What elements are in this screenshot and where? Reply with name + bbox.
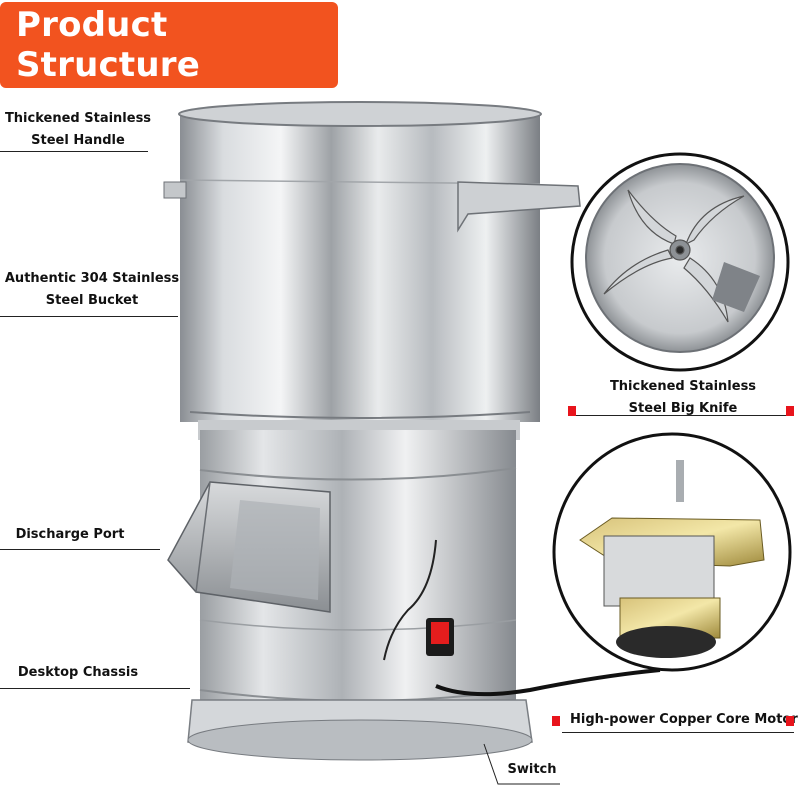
page-title: Product Structure <box>16 5 200 85</box>
label-chassis-text: Desktop Chassis <box>17 665 139 680</box>
motor-icon <box>579 460 765 658</box>
label-handle-line2: Steel Handle <box>31 133 125 148</box>
label-bucket-line1: Authentic 304 Stainless <box>4 271 180 286</box>
leader-line-bucket <box>0 316 178 317</box>
label-discharge-text: Discharge Port <box>15 527 125 542</box>
label-motor: High-power Copper Core Motor <box>570 709 798 731</box>
label-switch: Switch <box>502 759 562 781</box>
discharge-chute <box>167 481 331 613</box>
label-knife-line2: Steel Big Knife <box>628 401 738 416</box>
leader-line-knife <box>574 415 794 416</box>
knife-blade-icon <box>603 189 745 323</box>
red-marker <box>786 716 794 726</box>
label-handle: Thickened Stainless Steel Handle <box>0 108 156 152</box>
leader-line-handle <box>0 151 148 152</box>
red-marker <box>786 406 794 416</box>
leader-line-discharge <box>0 549 160 550</box>
red-marker <box>552 716 560 726</box>
steel-bucket <box>178 101 542 422</box>
label-knife: Thickened Stainless Steel Big Knife <box>604 376 762 420</box>
desktop-chassis <box>187 699 533 761</box>
leader-line-motor <box>562 732 794 733</box>
label-motor-text: High-power Copper Core Motor <box>570 712 798 727</box>
label-bucket-line2: Steel Bucket <box>45 293 139 308</box>
label-switch-text: Switch <box>507 762 557 777</box>
power-cord <box>435 668 661 697</box>
switch-wire <box>383 539 437 661</box>
title-banner: Product Structure <box>0 2 338 88</box>
leader-line-chassis <box>0 688 190 689</box>
lower-body <box>198 420 520 730</box>
label-knife-line1: Thickened Stainless <box>609 379 757 394</box>
label-discharge: Discharge Port <box>8 524 132 546</box>
knife-inset <box>570 152 790 372</box>
label-chassis: Desktop Chassis <box>10 662 146 684</box>
motor-inset <box>552 432 792 672</box>
power-switch-icon <box>426 618 454 656</box>
label-handle-line1: Thickened Stainless <box>4 111 152 126</box>
label-bucket: Authentic 304 Stainless Steel Bucket <box>0 268 184 312</box>
steel-handles <box>163 181 581 233</box>
red-marker <box>568 406 576 416</box>
